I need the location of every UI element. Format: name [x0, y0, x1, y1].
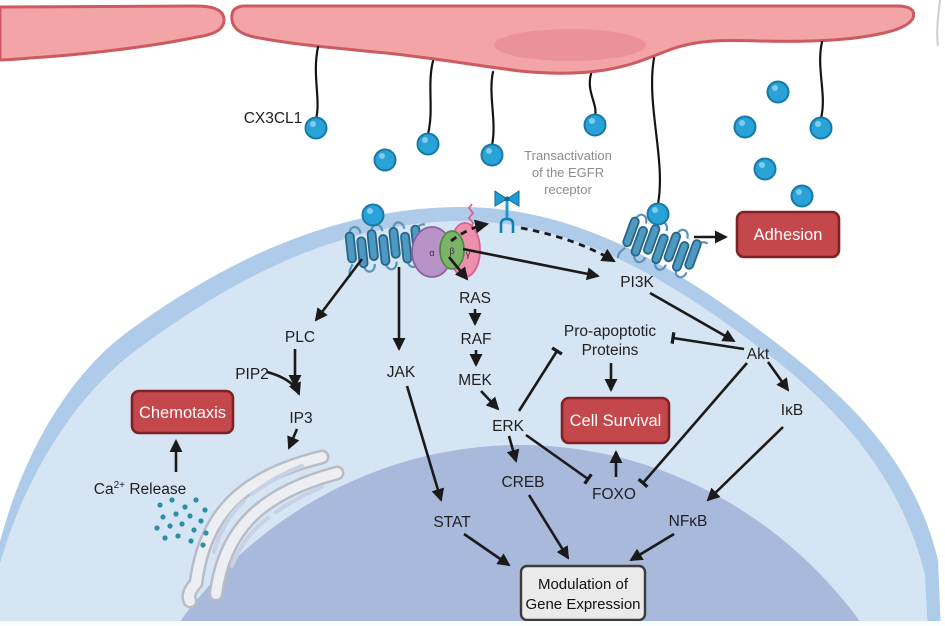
- label-foxo: FOXO: [592, 486, 636, 503]
- ligand-dot-bound: [361, 203, 385, 227]
- label-ikb: IκB: [781, 402, 803, 419]
- label-ras: RAS: [459, 290, 491, 307]
- ligand-dot: [809, 116, 833, 140]
- label-pip2: PIP2: [235, 366, 269, 383]
- label-akt: Akt: [747, 346, 770, 363]
- inhibition-erk-foxo: [525, 433, 593, 485]
- target-cell: [0, 207, 941, 626]
- label-mek: MEK: [458, 372, 492, 389]
- arrow-erk-creb: [506, 435, 520, 463]
- box-adhesion: Adhesion: [735, 210, 841, 259]
- arrow-pip2-ip3: [266, 370, 301, 396]
- ligand-dot: [733, 115, 757, 139]
- outcome-boxes: Chemotaxis Adhesion Cell Survival Modula…: [130, 210, 841, 622]
- label-raf: RAF: [461, 331, 492, 348]
- ligand-dot: [583, 113, 607, 137]
- arrow-jak-stat: [405, 385, 445, 502]
- inhibition-erk-proapoptotic: [517, 346, 563, 412]
- inhibition-akt-proapoptotic: [670, 331, 745, 351]
- ligand-stalks: [314, 40, 824, 206]
- arrow-nfkb-modulation: [629, 532, 675, 562]
- arrow-receptor-plc: [314, 258, 364, 322]
- membrane-left-cell: [0, 4, 226, 62]
- calcium-ions: [154, 497, 209, 548]
- box-chemotaxis: Chemotaxis: [130, 389, 235, 435]
- arrow-akt-ikb: [766, 361, 790, 392]
- calcium-superscript: 2+: [114, 480, 126, 491]
- label-calcium-release: Ca2+ Release: [94, 480, 186, 498]
- label-stat: STAT: [433, 514, 471, 531]
- label-jak: JAK: [387, 364, 416, 381]
- endothelial-nucleus: [494, 29, 646, 61]
- bottom-margin: [0, 621, 945, 626]
- label-ip3: IP3: [289, 410, 312, 427]
- calcium-suffix: Release: [125, 481, 186, 498]
- cell-nucleus: [176, 445, 864, 626]
- arrow-gprotein-ras: [447, 256, 469, 281]
- ligand-dot: [304, 116, 328, 140]
- label-pi3k: PI3K: [620, 274, 654, 291]
- label-cx3cl1: CX3CL1: [244, 110, 303, 127]
- dashed-arrow-egfr-pi3k: [520, 226, 616, 263]
- arrow-pi3k-akt: [649, 291, 736, 343]
- endoplasmic-reticulum: [181, 449, 345, 609]
- box-cell-survival-label: Cell Survival: [570, 412, 662, 430]
- calcium-prefix: Ca: [94, 481, 114, 498]
- ligand-dot-bound: [646, 202, 670, 226]
- label-plc: PLC: [285, 329, 315, 346]
- arrow-creb-modulation: [527, 494, 570, 560]
- node-labels: CX3CL1 PLC PIP2 IP3 JAK STAT RAS RAF MEK…: [94, 110, 803, 531]
- ligand-dot: [766, 80, 790, 104]
- ligand-dot: [753, 157, 777, 181]
- endothelial-membrane: [0, 0, 941, 75]
- note-transactivation-line2: of the EGFR: [532, 165, 604, 180]
- gamma-lipid-anchor: [467, 203, 475, 229]
- cx3cr1-receptor: [343, 203, 431, 278]
- g-gamma-letter: γ: [466, 249, 471, 259]
- label-nfkb: NFκB: [669, 513, 708, 530]
- box-modulation-line2: Gene Expression: [525, 596, 640, 613]
- label-erk: ERK: [492, 418, 525, 435]
- box-modulation: Modulation of Gene Expression: [519, 564, 647, 622]
- arrow-mek-erk: [480, 390, 500, 411]
- arrow-stat-modulation: [463, 532, 511, 567]
- g-beta-letter: β: [449, 246, 454, 256]
- box-adhesion-label: Adhesion: [754, 226, 823, 244]
- egfr-receptor-icon: [494, 190, 520, 233]
- cx3cl1-ligands: [304, 80, 833, 208]
- neighbor-cell-edge: [936, 0, 941, 47]
- box-cell-survival: Cell Survival: [560, 396, 671, 445]
- g-protein-complex: α β γ: [411, 203, 481, 278]
- box-chemotaxis-label: Chemotaxis: [139, 404, 226, 422]
- g-alpha-letter: α: [429, 248, 434, 258]
- box-modulation-line1: Modulation of: [538, 576, 629, 593]
- arrow-ip3-er: [287, 428, 300, 450]
- cx3cr1-receptor-adhesion: [616, 202, 711, 287]
- label-creb: CREB: [501, 474, 544, 491]
- dashed-arrow-receptor-egfr: [450, 219, 490, 243]
- ligand-dot: [480, 143, 504, 167]
- arrow-receptor-pi3k: [462, 247, 600, 281]
- arrow-ikb-nfkb: [706, 426, 784, 502]
- inhibition-akt-foxo: [637, 362, 748, 489]
- pathway-arrows: [169, 219, 790, 567]
- ligand-dot: [790, 184, 814, 208]
- ligand-dot: [373, 148, 397, 172]
- note-transactivation-line3: receptor: [544, 182, 592, 197]
- note-transactivation-line1: Transactivation: [524, 148, 612, 163]
- label-proapoptotic-line2: Proteins: [582, 342, 639, 359]
- ligand-dot: [416, 132, 440, 156]
- label-proapoptotic-line1: Pro-apoptotic: [564, 323, 656, 340]
